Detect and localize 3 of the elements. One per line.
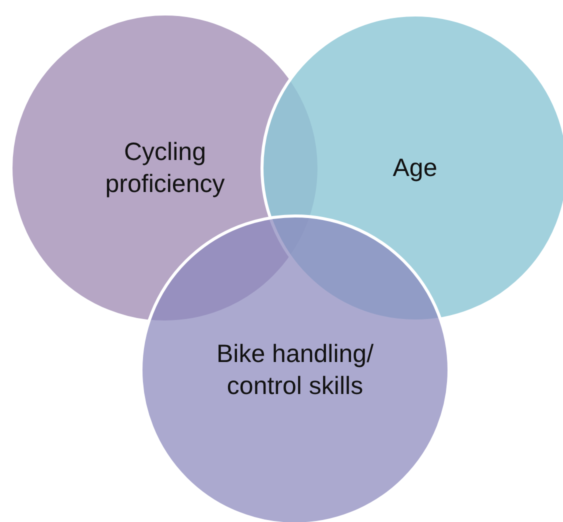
circle-label: Cycling proficiency — [104, 137, 226, 200]
circle-label: Age — [392, 153, 438, 184]
circle-label: Bike handling/ control skills — [215, 339, 375, 402]
